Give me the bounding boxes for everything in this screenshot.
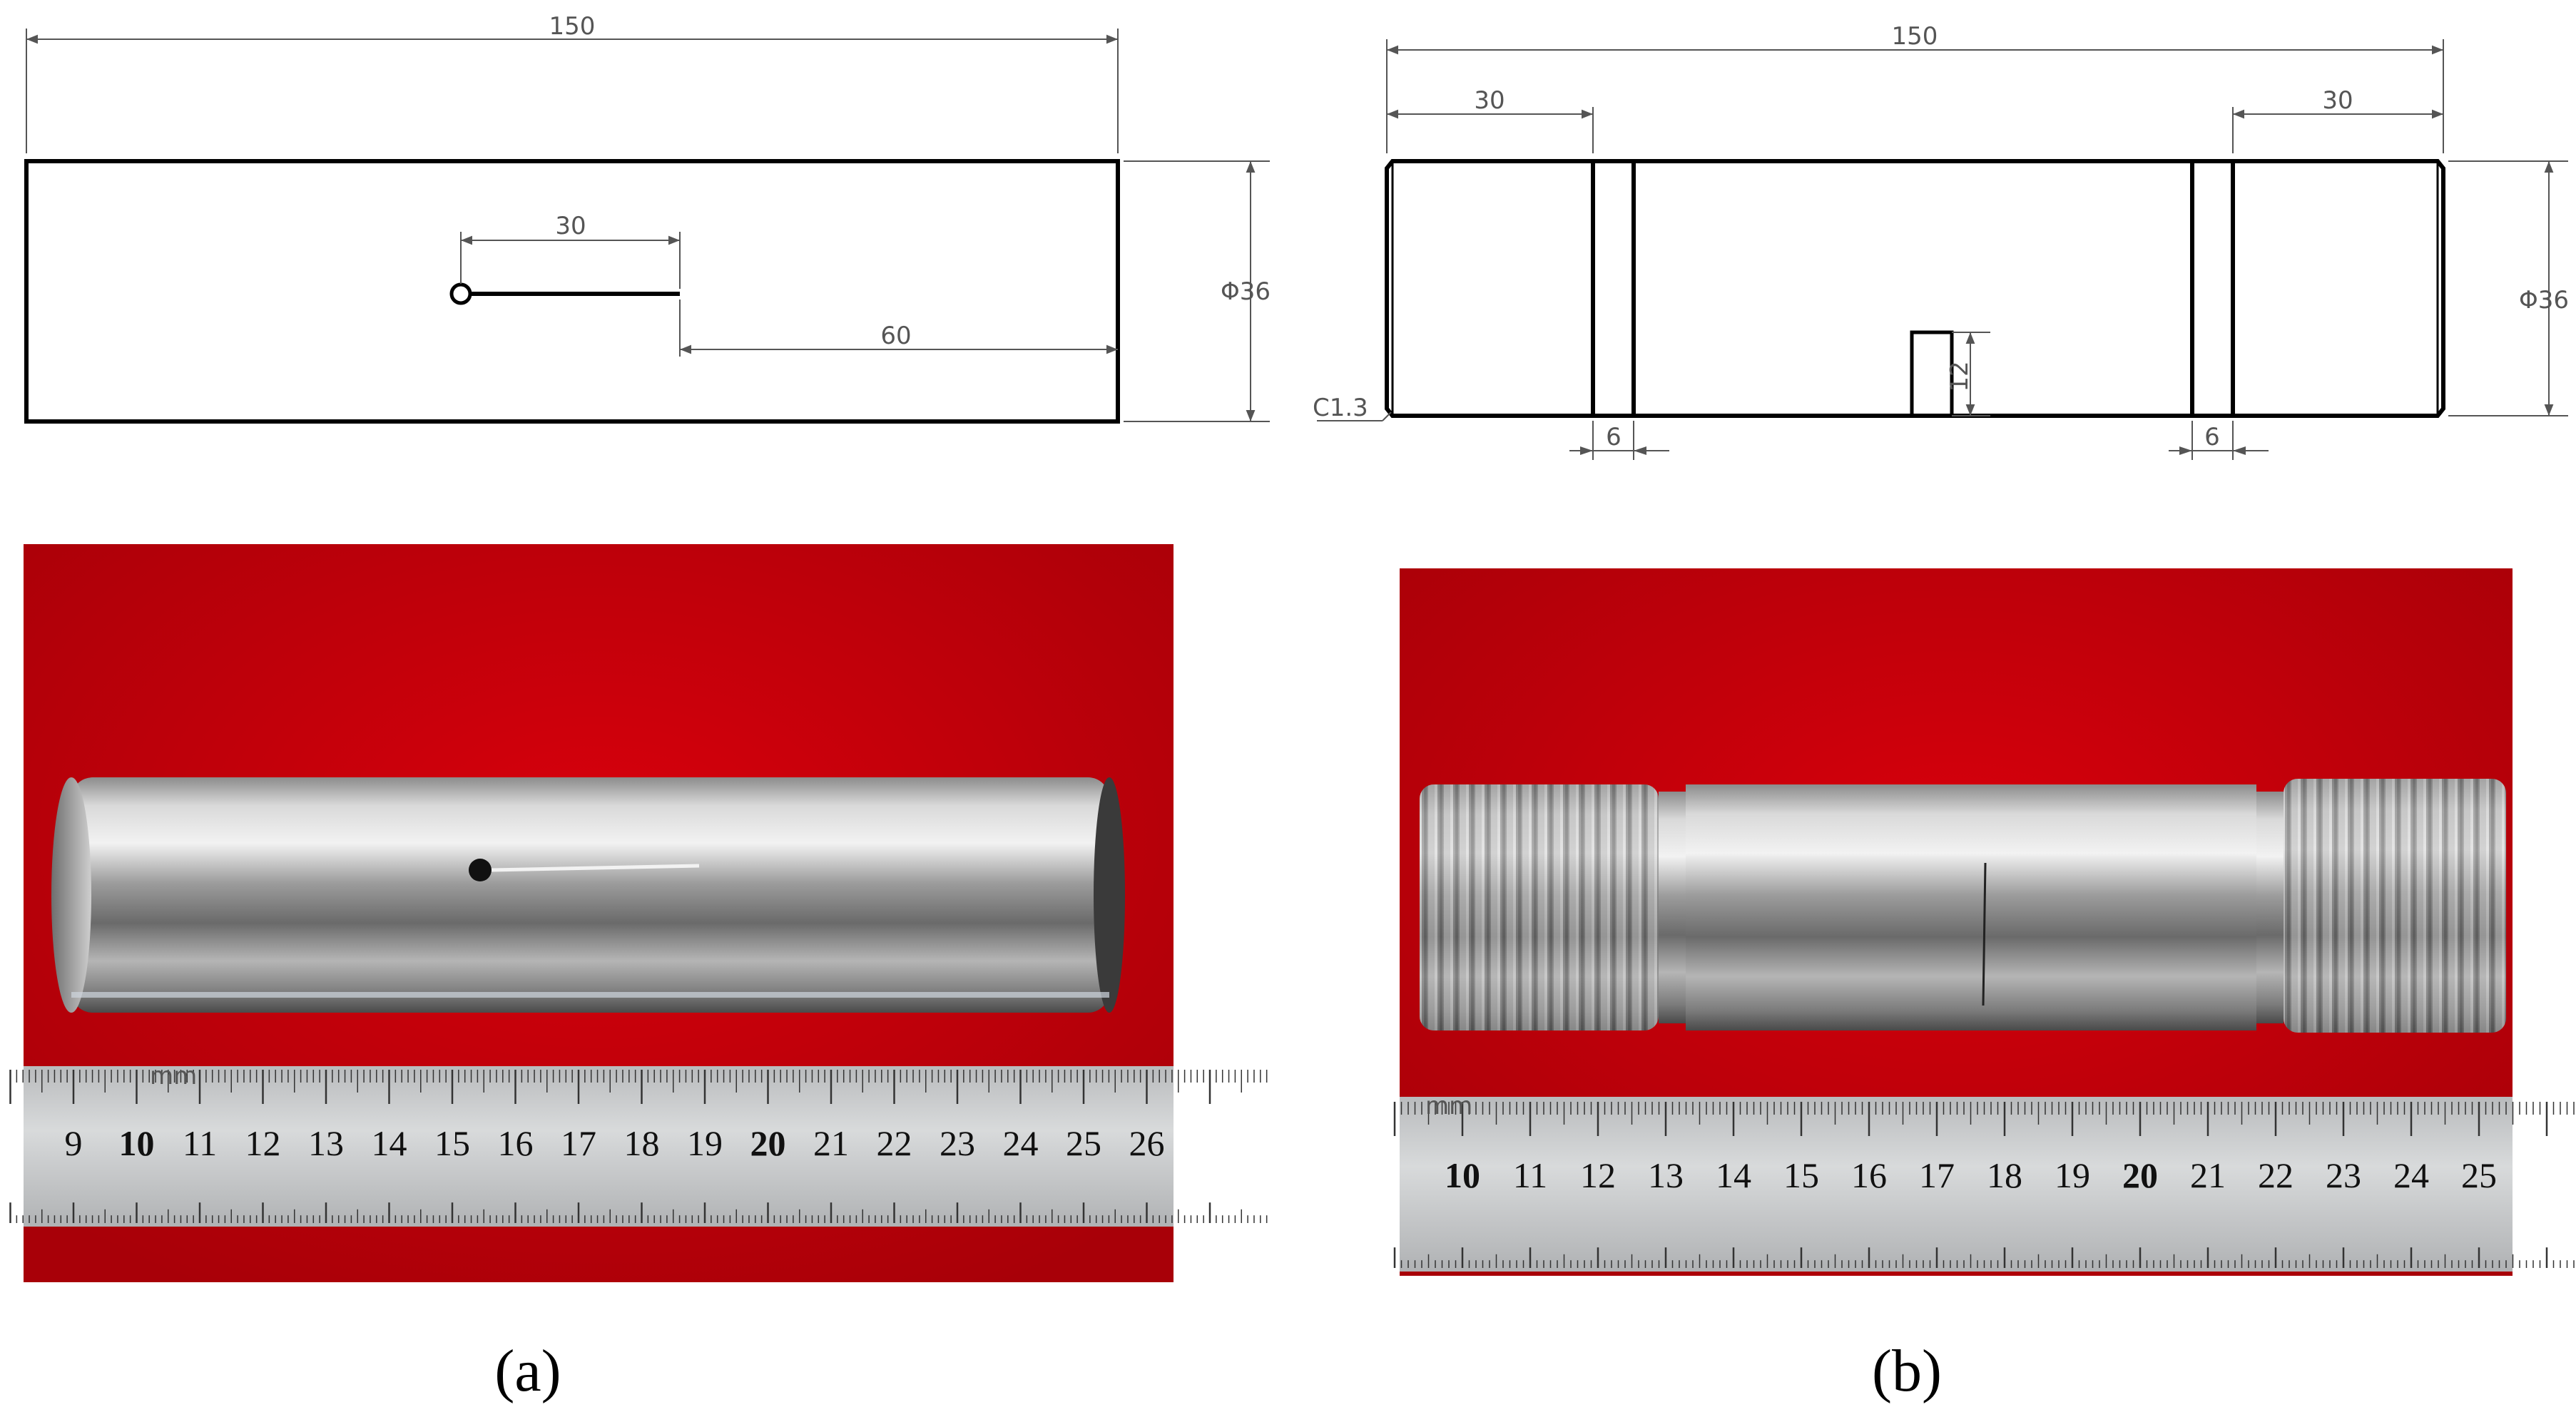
overall-length-label-a: 150	[549, 12, 596, 41]
ruler-number: 18	[624, 1123, 660, 1163]
ruler-number: 21	[2190, 1155, 2226, 1195]
caption-a: (a)	[494, 1338, 561, 1404]
ruler-number: 21	[813, 1123, 849, 1163]
ruler-number: 25	[1066, 1123, 1101, 1163]
crack-position-label-a: 60	[880, 322, 911, 350]
ruler-number: 23	[940, 1123, 975, 1163]
svg-text:mm: mm	[1425, 1092, 1472, 1120]
overall-length-label-b: 150	[1892, 22, 1938, 51]
diameter-label-a: Φ36	[1221, 277, 1271, 306]
chamfer-label-b: C1.3	[1313, 394, 1368, 422]
notch-b	[1910, 330, 1954, 416]
ruler-number: 10	[1445, 1155, 1480, 1195]
notch-depth-label-b: 12	[1945, 361, 1974, 392]
panel-a-photo: mm 9 10 11 12 13 14 15 16 17 18 19 20 21 22 23 24 25 26	[9, 544, 1268, 1282]
ruler-number: 12	[245, 1123, 281, 1163]
ruler-number: 13	[1648, 1155, 1684, 1195]
left-thread-label-b: 30	[1474, 86, 1505, 115]
ruler-number: 17	[1919, 1155, 1955, 1195]
diameter-label-b: Φ36	[2519, 286, 2569, 314]
ruler-number: 20	[750, 1123, 786, 1163]
ruler-number: 22	[877, 1123, 912, 1163]
crack-hole-photo-a	[469, 859, 492, 881]
specimen-a-outline	[24, 159, 1120, 424]
ruler-number: 12	[1580, 1155, 1616, 1195]
ruler-number: 11	[183, 1123, 217, 1163]
crack-length-label-a: 30	[555, 212, 586, 240]
left-groove-label-b: 6	[1606, 423, 1622, 451]
ruler-number: 14	[1716, 1155, 1751, 1195]
ruler-number: 24	[2393, 1155, 2429, 1195]
specimen-b-photo	[1420, 779, 2506, 1033]
crack-hole-a	[449, 282, 472, 305]
specimen-b-outline	[1385, 159, 2445, 418]
caption-b: (b)	[1872, 1338, 1942, 1404]
ruler-number: 15	[1783, 1155, 1819, 1195]
ruler-number: 25	[2461, 1155, 2497, 1195]
ruler-number: 19	[687, 1123, 723, 1163]
ruler-number: 19	[2055, 1155, 2090, 1195]
ruler-number: 17	[561, 1123, 596, 1163]
right-groove-label-b: 6	[2204, 423, 2220, 451]
crack-line-photo-a	[491, 864, 700, 872]
ruler-a: mm 9 10 11 12 13 14 15 16 17 18 19 20 21 22 23 24 25 26	[9, 1062, 1268, 1227]
ruler-number: 14	[372, 1123, 407, 1163]
panel-b-photo: mm 10 11 12 13 14 15 16 17 18 19 20 21 22 23 24 25	[1393, 568, 2575, 1276]
ruler-number: 18	[1987, 1155, 2022, 1195]
ruler-number: 24	[1003, 1123, 1039, 1163]
ruler-number: 26	[1129, 1123, 1165, 1163]
ruler-number: 10	[119, 1123, 155, 1163]
specimen-a-photo	[51, 777, 1125, 1013]
panel-b-drawing: 12 150 30 30 Φ36 C1.3 6 6	[1313, 22, 2569, 460]
right-thread-label-b: 30	[2322, 86, 2353, 115]
ruler-number: 20	[2122, 1155, 2158, 1195]
ruler-number: 16	[498, 1123, 534, 1163]
ruler-b: mm 10 11 12 13 14 15 16 17 18 19 20 21 22 23 24 25	[1393, 1092, 2575, 1272]
panel-a-drawing: 150 30 60 Φ36	[24, 12, 1271, 424]
ruler-number: 13	[308, 1123, 344, 1163]
svg-text:mm: mm	[150, 1062, 197, 1090]
ruler-number: 23	[2326, 1155, 2361, 1195]
ruler-number: 11	[1513, 1155, 1547, 1195]
ruler-number: 22	[2258, 1155, 2294, 1195]
ruler-number: 9	[65, 1123, 83, 1163]
ruler-number: 16	[1851, 1155, 1887, 1195]
ruler-number: 15	[434, 1123, 470, 1163]
